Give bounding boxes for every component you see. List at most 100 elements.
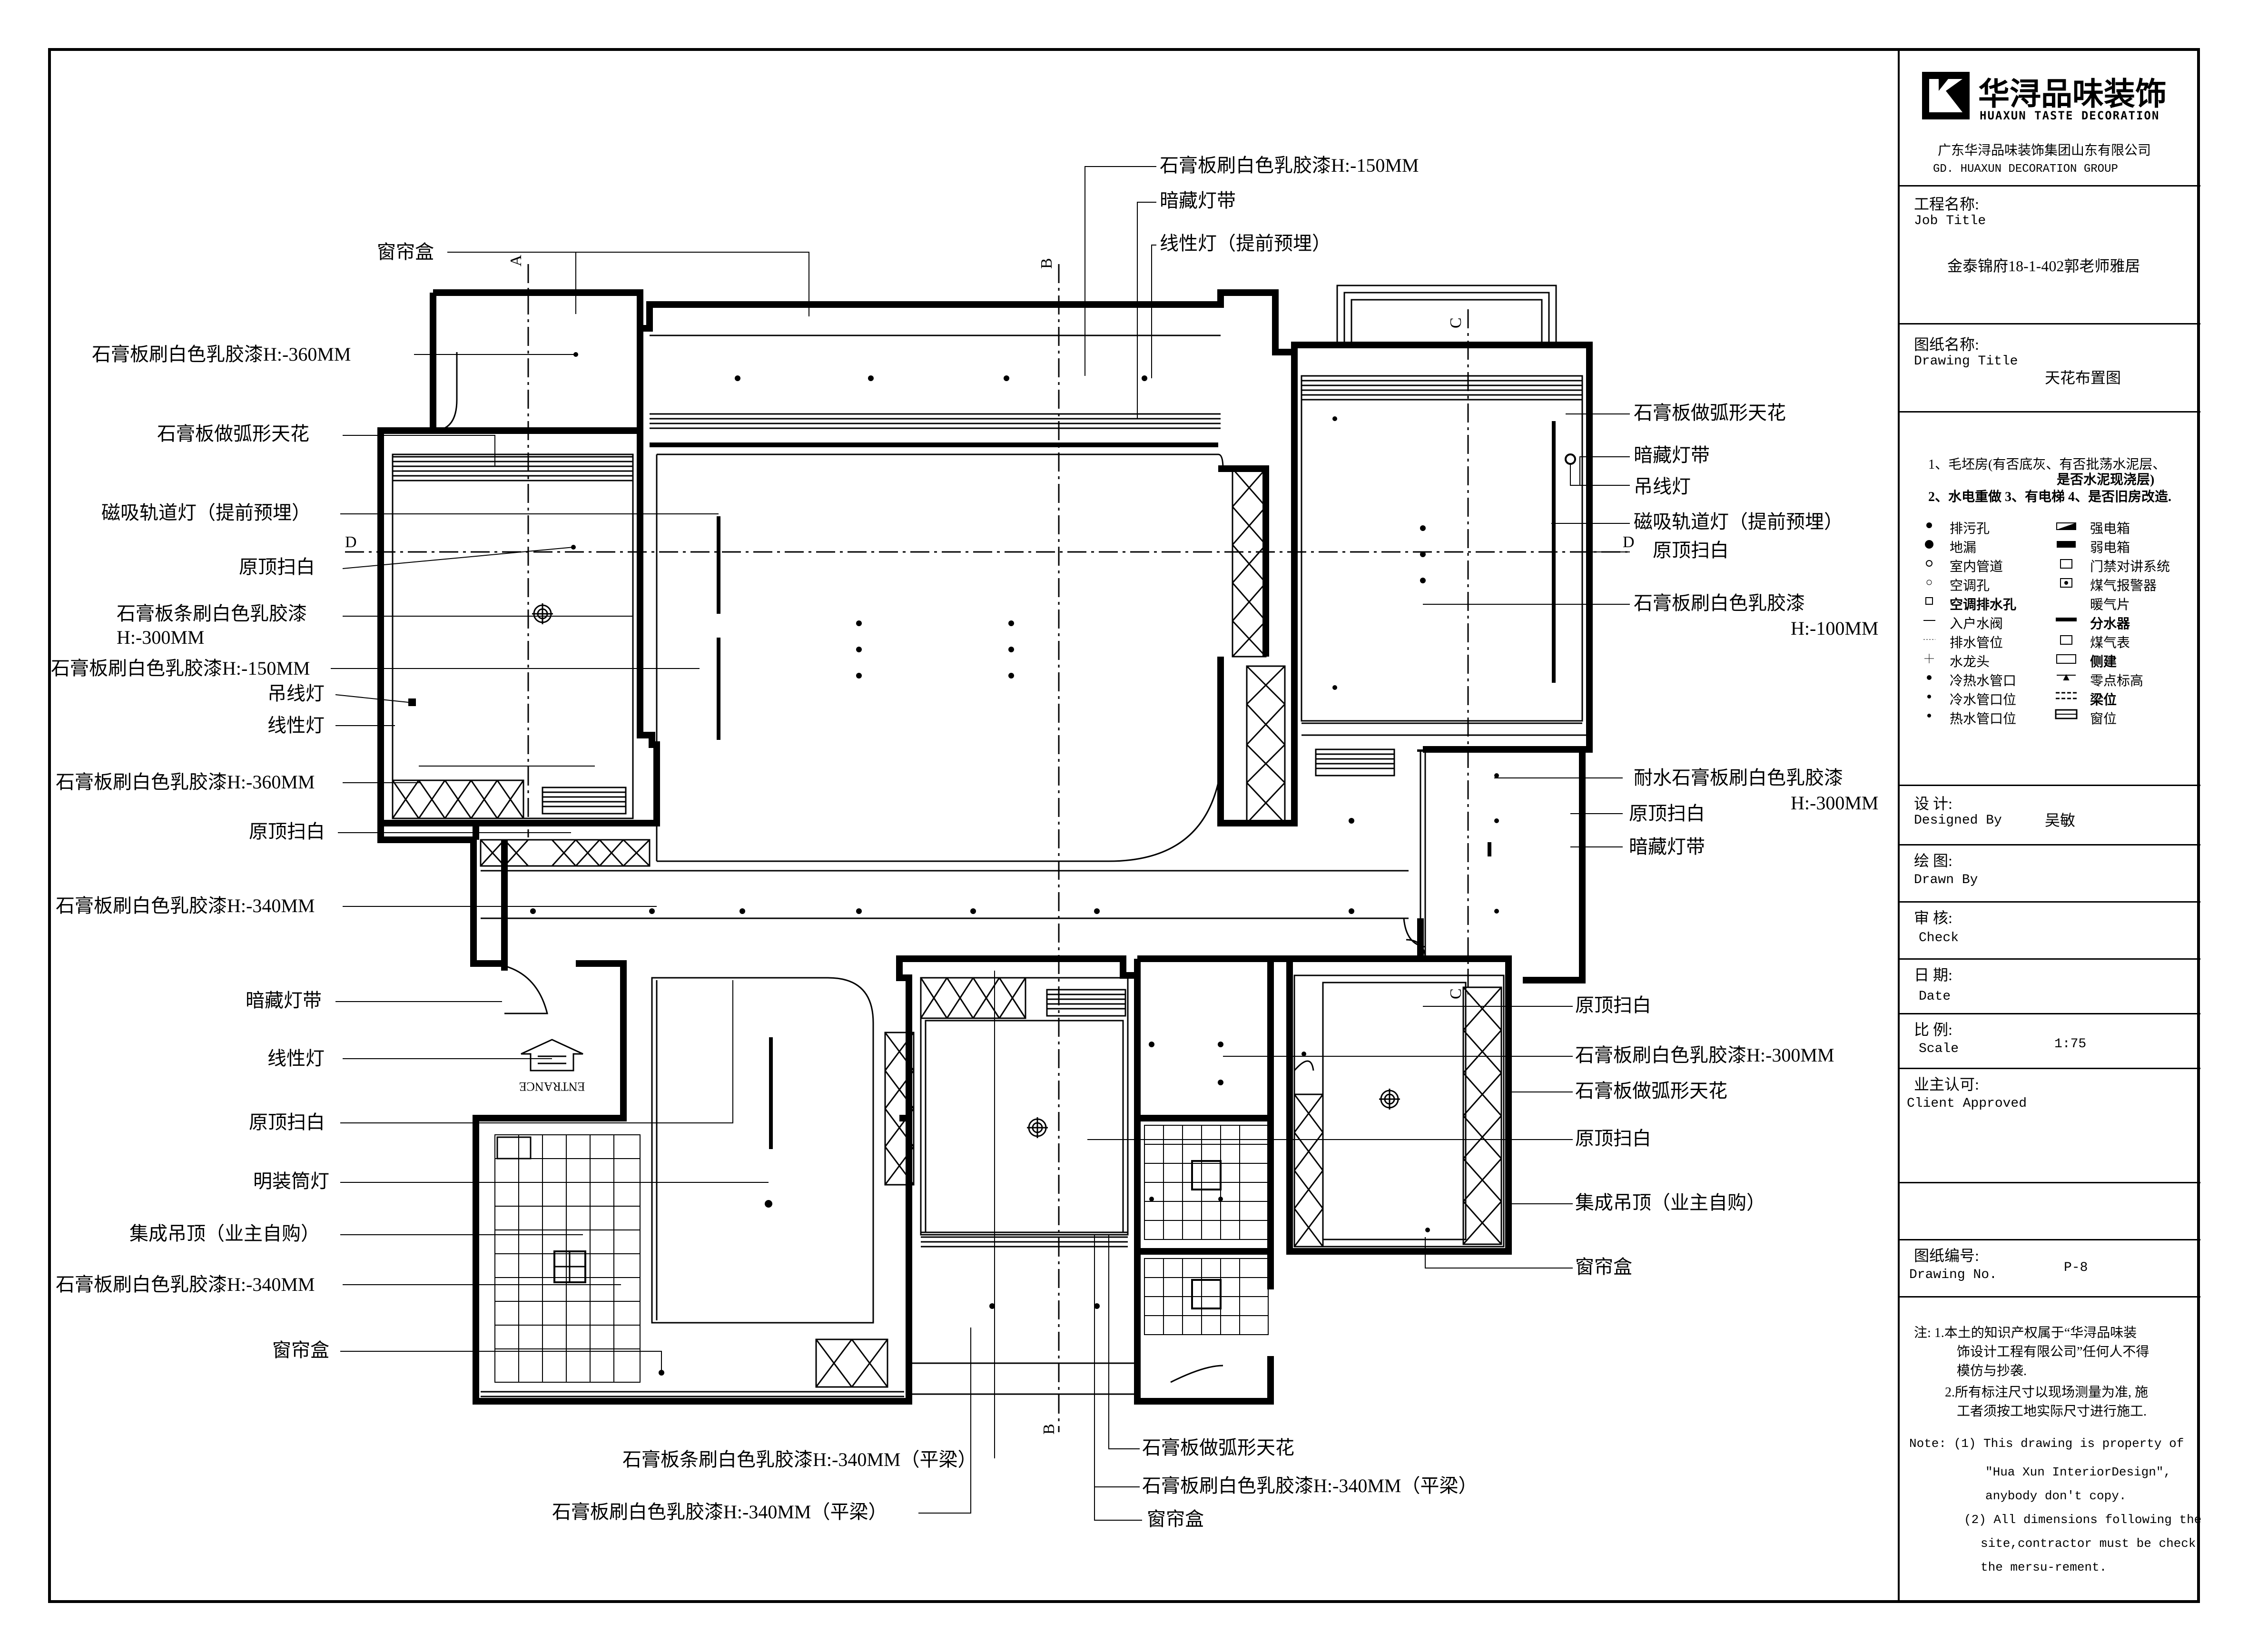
- pendant-cord-light: [408, 698, 416, 706]
- label-integrated-ceiling-left: 集成吊顶（业主自购）: [129, 1223, 320, 1244]
- label-hidden-strip-right: 暗藏灯带: [1634, 444, 1710, 466]
- legend-ac-hole: 空调孔: [1950, 579, 1990, 593]
- legend-manifold: 分水器: [2090, 617, 2130, 631]
- note-en-2: "Hua Xun InteriorDesign",: [1985, 1465, 2171, 1479]
- legend-floor-drain: 地漏: [1950, 541, 1977, 555]
- linear-lights: [717, 421, 1556, 1149]
- label-waterproof-gypsum: 耐水石膏板刷白色乳胶漆: [1634, 767, 1843, 788]
- label-curtain-box-2: 窗帘盒: [272, 1339, 329, 1361]
- company-name-en: GD. HUAXUN DECORATION GROUP: [1933, 163, 2118, 176]
- entrance-icon: [521, 1039, 583, 1072]
- label-pendant-left: 吊线灯: [267, 683, 325, 704]
- drawn-cn: 绘 图:: [1914, 852, 1952, 869]
- label-h300-right: H:-300MM: [1791, 792, 1879, 814]
- section-lines: [345, 264, 1627, 1432]
- legend-faucet: 水龙头: [1950, 655, 1990, 669]
- label-gypsum-150-left: 石膏板刷白色乳胶漆H:-150MM: [51, 658, 310, 679]
- designer-cn: 设 计:: [1914, 795, 1952, 812]
- label-linear-top: 线性灯（提前预埋）: [1160, 233, 1331, 254]
- drawing-no-en: Drawing No.: [1909, 1268, 1997, 1282]
- label-original-white-2: 原顶扫白: [249, 821, 325, 842]
- legend-window: 窗位: [2090, 712, 2117, 727]
- legend-beam: 梁位: [2090, 693, 2117, 708]
- check-en: Check: [1919, 931, 1959, 945]
- drawing-title-value: 天花布置图: [2045, 369, 2121, 386]
- note-cn-3: 模仿与抄袭.: [1957, 1364, 2027, 1378]
- label-linear-left-2: 线性灯: [267, 1048, 325, 1069]
- entrance-label: ENTRANCE: [519, 1080, 585, 1093]
- label-gypsum-beam-1: 石膏板刷白色乳胶漆H:-340MM（平梁）: [552, 1501, 887, 1523]
- section-mark-b-bottom: B: [1040, 1424, 1058, 1435]
- label-gypsum-strip-beam: 石膏板条刷白色乳胶漆H:-340MM（平梁）: [622, 1449, 977, 1470]
- label-hidden-strip-top: 暗藏灯带: [1160, 190, 1236, 211]
- legend-power-box: 强电箱: [2090, 521, 2130, 536]
- legend-zero-level: 零点标高: [2090, 674, 2144, 688]
- label-original-white-r3: 原顶扫白: [1575, 994, 1651, 1016]
- label-gypsum-300-right: 石膏板刷白色乳胶漆H:-300MM: [1575, 1044, 1834, 1066]
- note-en-4: (2) All dimensions following the: [1964, 1513, 2202, 1527]
- legend-drain-pipe: 排水管位: [1950, 636, 2003, 650]
- label-arc-ceiling-right: 石膏板做弧形天花: [1634, 402, 1786, 423]
- scale-en: Scale: [1919, 1042, 1959, 1056]
- check-note-2: 2、水电重做 3、有电梯 4、是否旧房改造.: [1928, 490, 2172, 504]
- legend-sewage: 排污孔: [1950, 521, 1990, 536]
- label-arc-ceiling-bottom: 石膏板做弧形天花: [1142, 1437, 1294, 1458]
- title-block: 华浔品味装饰 HUAXUN TASTE DECORATION 广东华浔品味装饰集…: [1898, 49, 2202, 1602]
- note-cn-4: 2.所有标注尺寸以现场测量为准, 施: [1945, 1385, 2149, 1400]
- label-curtain-box-bottom: 窗帘盒: [1147, 1508, 1204, 1530]
- scale-cn: 比 例:: [1914, 1021, 1952, 1038]
- legend-hot-outlet: 热水管口位: [1950, 712, 2017, 727]
- designer-en: Designed By: [1914, 813, 2002, 828]
- leader-lines: [331, 166, 1630, 1521]
- check-note-1: 1、毛坯房(有否底灰、有否批荡水泥层、: [1928, 457, 2166, 472]
- job-title-cn: 工程名称:: [1914, 196, 1979, 213]
- note-en-3: anybody don't copy.: [1985, 1489, 2127, 1503]
- brand-name-en: HUAXUN TASTE DECORATION: [1980, 109, 2160, 122]
- scale-value: 1:75: [2054, 1037, 2087, 1052]
- cabinets: [392, 468, 1502, 1388]
- label-gypsum-360-top: 石膏板刷白色乳胶漆H:-360MM: [92, 344, 351, 365]
- label-magnetic-track-left: 磁吸轨道灯（提前预埋）: [101, 502, 311, 523]
- walls: [377, 289, 1593, 1405]
- legend-gas-alarm: 煤气报警器: [2090, 579, 2157, 593]
- label-arc-ceiling-left: 石膏板做弧形天花: [157, 423, 309, 444]
- pendant-cord-light-right: [1565, 453, 1576, 465]
- section-mark-b-top: B: [1038, 258, 1055, 269]
- legend-water-valve: 入户水阀: [1950, 617, 2003, 631]
- label-curtain-box-1: 窗帘盒: [377, 241, 434, 263]
- section-mark-c-mid: C: [1447, 988, 1465, 999]
- label-original-white-1: 原顶扫白: [239, 556, 315, 578]
- note-en-1: Note: (1) This drawing is property of: [1909, 1436, 2184, 1451]
- legend-radiator: 暖气片: [2090, 598, 2130, 612]
- legend-symbols: [1923, 522, 2078, 719]
- drawing-title-en: Drawing Title: [1914, 354, 2018, 369]
- balcony: [1336, 285, 1557, 346]
- legend-intercom: 门禁对讲系统: [2090, 560, 2170, 574]
- job-title-value: 金泰锦府18-1-402郭老师雅居: [1947, 257, 2140, 275]
- drawn-en: Drawn By: [1914, 873, 1978, 887]
- date-cn: 日 期:: [1914, 966, 1952, 983]
- note-cn-2: 饰设计工程有限公司”任何人不得: [1957, 1345, 2149, 1359]
- label-gypsum-beam-2: 石膏板刷白色乳胶漆H:-340MM（平梁）: [1142, 1475, 1478, 1496]
- label-arc-ceiling-right-2: 石膏板做弧形天花: [1575, 1080, 1727, 1101]
- air-vents: [542, 748, 1395, 1017]
- company-name-cn: 广东华浔品味装饰集团山东有限公司: [1938, 143, 2151, 158]
- label-original-white-3: 原顶扫白: [249, 1111, 325, 1133]
- job-title-en: Job Title: [1914, 214, 1986, 228]
- label-surface-downlight: 明装筒灯: [253, 1170, 329, 1192]
- downlights: [530, 352, 1499, 1376]
- drawing-no-cn: 图纸编号:: [1914, 1247, 1979, 1264]
- legend-ac-drain: 空调排水孔: [1950, 598, 2017, 612]
- section-mark-d-left: D: [345, 533, 357, 551]
- label-h300-left: H:-300MM: [117, 627, 205, 648]
- label-gypsum-360-mid: 石膏板刷白色乳胶漆H:-360MM: [56, 771, 315, 793]
- note-en-5: site,contractor must be check: [1981, 1536, 2196, 1551]
- label-gypsum-strip-left: 石膏板条刷白色乳胶漆: [117, 603, 307, 624]
- label-gypsum-340-left: 石膏板刷白色乳胶漆H:-340MM: [56, 895, 315, 916]
- legend-gas-meter: 煤气表: [2090, 636, 2130, 650]
- label-gypsum-right: 石膏板刷白色乳胶漆: [1634, 592, 1805, 614]
- date-en: Date: [1919, 989, 1951, 1004]
- section-marks: A B C C D D B: [345, 255, 1635, 1435]
- legend-hot-cold-outlet: 冷热水管口: [1950, 674, 2017, 688]
